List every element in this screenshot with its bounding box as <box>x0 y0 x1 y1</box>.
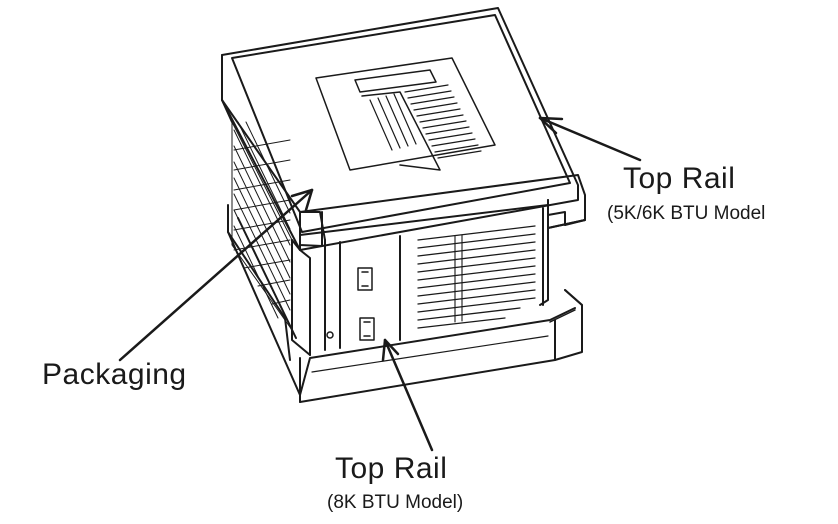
arrow-top-rail-upper <box>538 116 642 162</box>
top-packaging-cap <box>221 7 586 251</box>
front-latches <box>326 267 375 341</box>
top-vent-panel <box>315 57 496 171</box>
top-rail-lower-label: Top Rail <box>335 452 448 485</box>
top-rail-lower-sublabel: (8K BTU Model) <box>327 492 464 513</box>
top-rail-upper-sublabel: (5K/6K BTU Model <box>607 203 766 224</box>
packaging-label: Packaging <box>42 358 187 391</box>
arrow-top-rail-lower <box>381 338 434 452</box>
front-grille <box>417 225 536 329</box>
top-rail-corners <box>299 197 586 247</box>
arrow-packaging <box>118 188 314 362</box>
top-rail-upper-label: Top Rail <box>623 162 736 195</box>
